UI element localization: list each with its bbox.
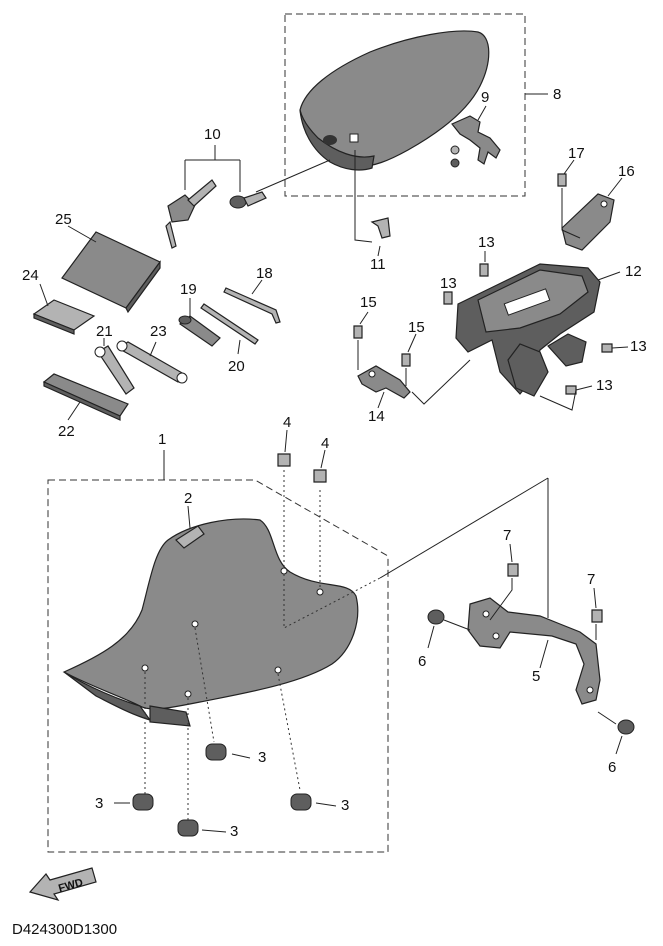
rider-seat[interactable]: [62, 518, 359, 710]
callout-12: 12: [625, 263, 642, 280]
callout-3d: 3: [230, 823, 238, 840]
callout-15a: 15: [360, 294, 377, 311]
part-10-seat-lock[interactable]: [165, 179, 267, 249]
part-7-bolts: [507, 563, 603, 623]
bolt-7b[interactable]: [591, 609, 603, 623]
callout-3b: 3: [95, 795, 103, 812]
callout-10: 10: [204, 126, 221, 143]
callout-7a: 7: [503, 527, 511, 544]
callout-22: 22: [58, 423, 75, 440]
rear-seat-base: [299, 109, 375, 171]
rider-seat-group: 1 2: [47, 431, 389, 853]
callout-24: 24: [22, 267, 39, 284]
bolt-4b[interactable]: [313, 469, 327, 483]
callout-3a: 3: [258, 749, 266, 766]
callout-13a: 13: [478, 234, 495, 251]
bolt-13b[interactable]: [443, 291, 453, 305]
part-4-bolts: [277, 453, 327, 483]
damper-3d[interactable]: [177, 819, 199, 837]
part-16-bracket[interactable]: [561, 193, 615, 251]
part-18-hex-key[interactable]: [223, 287, 281, 324]
lock-slot: [349, 133, 359, 143]
callout-20: 20: [228, 358, 245, 375]
callout-19: 19: [180, 281, 197, 298]
callout-21: 21: [96, 323, 113, 340]
bolt-7a[interactable]: [507, 563, 519, 577]
diagram-code: D424300D1300: [12, 921, 117, 938]
callout-23: 23: [150, 323, 167, 340]
rider-seat-base: [63, 671, 152, 722]
part-9-catch-bracket[interactable]: [450, 115, 501, 168]
fwd-arrow-icon: FWD: [28, 867, 97, 902]
part-13-bolts: [443, 263, 613, 395]
callout-15b: 15: [408, 319, 425, 336]
rear-seat-group: 8 9: [284, 13, 561, 197]
damper-3b[interactable]: [132, 793, 154, 811]
callout-14: 14: [368, 408, 385, 425]
bolt-13c[interactable]: [601, 343, 613, 353]
part-15-bolts: [353, 325, 411, 367]
damper-3c[interactable]: [290, 793, 312, 811]
callout-8: 8: [553, 86, 561, 103]
callout-25: 25: [55, 211, 72, 228]
callout-16: 16: [618, 163, 635, 180]
grommet-6a[interactable]: [427, 609, 445, 625]
group-box-8: [284, 13, 526, 197]
bolt-15a[interactable]: [353, 325, 363, 339]
part-6-grommets: [427, 609, 635, 735]
grommet-6b[interactable]: [617, 719, 635, 735]
callout-5: 5: [532, 668, 540, 685]
callout-6b: 6: [608, 759, 616, 776]
part-25-manual[interactable]: [61, 231, 161, 314]
part-24-pouch[interactable]: [32, 299, 96, 335]
part-19-socket[interactable]: [178, 315, 221, 347]
callout-17: 17: [568, 145, 585, 162]
part-12-carrier[interactable]: [455, 263, 601, 397]
callout-1: 1: [158, 431, 166, 448]
callout-13c: 13: [630, 338, 647, 355]
part-17-bolt[interactable]: [557, 173, 567, 187]
bolt-13d[interactable]: [565, 385, 577, 395]
callout-18: 18: [256, 265, 273, 282]
bolt-13a[interactable]: [479, 263, 489, 277]
part-3-dampers: [132, 743, 312, 837]
part-21-wrench[interactable]: [94, 345, 135, 395]
bolt-4a[interactable]: [277, 453, 291, 467]
damper-3a[interactable]: [205, 743, 227, 761]
callout-13b: 13: [440, 275, 457, 292]
part-22-tool-bag[interactable]: [42, 373, 129, 421]
callout-2: 2: [184, 490, 192, 507]
callout-13d: 13: [596, 377, 613, 394]
part-14-bracket[interactable]: [357, 365, 411, 399]
bolt-15b[interactable]: [401, 353, 411, 367]
callout-7b: 7: [587, 571, 595, 588]
part-5-seat-bracket[interactable]: [467, 597, 601, 705]
callout-9: 9: [481, 89, 489, 106]
callout-4a: 4: [283, 414, 291, 431]
part-11-clip[interactable]: [370, 217, 391, 239]
part-23-wrench[interactable]: [116, 340, 188, 384]
callout-3c: 3: [341, 797, 349, 814]
part-2-strap[interactable]: [175, 525, 205, 549]
callout-6a: 6: [418, 653, 426, 670]
callout-4b: 4: [321, 435, 329, 452]
callout-11: 11: [370, 256, 386, 273]
group-box-1: [47, 479, 389, 853]
seat-lock-hole: [323, 135, 337, 145]
part-20-screwdriver[interactable]: [200, 303, 259, 345]
